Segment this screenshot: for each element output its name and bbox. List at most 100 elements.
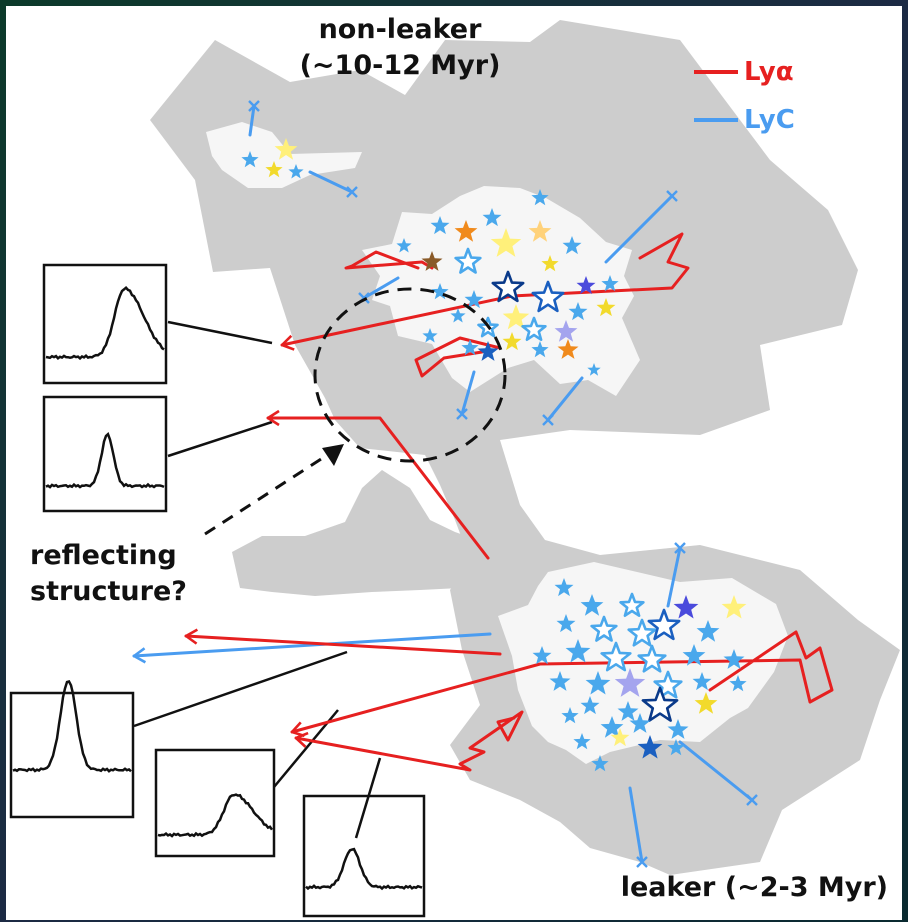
legend-lyc-swatch [694,118,738,122]
lya-ray-top-loop [344,250,434,270]
lyc-ray-end [346,186,358,198]
reflection-arrow-head [322,444,344,466]
star [396,238,412,253]
inset-spectrum-line [305,847,423,891]
star [576,276,596,295]
star-hollow [653,670,683,699]
lyc-ray [546,376,584,422]
lya-ray-bottom-2-head [290,721,305,738]
neutral-line1: neutral [567,442,653,466]
lya-ray-bottom-3 [294,710,524,772]
lya-ray-top-loop2 [414,336,502,378]
star-hollow [600,641,632,672]
lyc-ray [362,276,400,300]
connector-line [167,320,273,345]
star [431,283,449,300]
star [549,671,571,691]
lya-ray-reflected-head [266,409,280,427]
non-leaker-line2: (~10-12 Myr) [299,50,501,81]
star-hollow [521,316,547,341]
lya-ray-bottom-1 [184,634,502,656]
inset-spectrum-line [12,680,132,773]
star [694,692,718,714]
lya-ray-bottom-1-head [184,628,199,645]
star [692,672,712,691]
star [482,208,502,227]
star [637,735,663,759]
reflecting-line1: reflecting [30,540,177,571]
star-hollow [590,615,618,642]
star [601,275,619,292]
star [502,332,522,351]
star [502,304,530,330]
star [430,216,450,235]
connector-line [133,650,348,728]
star-hollow [619,592,645,617]
inset-box [154,748,276,858]
lya-ray-bottom-3-head [294,731,309,748]
star [241,151,259,168]
reflection-dashed-arrow [204,450,333,536]
lyc-ray-end [636,856,648,868]
star [667,739,685,756]
star [723,649,745,669]
star [422,328,438,343]
star [585,671,611,695]
legend-lya-label: Lyα [744,57,794,87]
lya-ray-top-main-head [280,334,295,351]
star [682,644,706,666]
neutral-hydrogen-label: neutral hydrogen [540,440,680,498]
star [580,594,604,616]
lyc-ray [666,546,682,608]
star [568,302,588,321]
star [265,161,283,178]
star-hollow [637,644,667,673]
lyc-ray-end [456,408,468,420]
star-hollow [627,618,657,647]
lyc-ray [248,104,256,137]
inset-box [42,395,168,513]
star [629,713,651,733]
inset-spectrum-line [45,285,165,361]
inset-box [9,691,135,819]
star [554,578,574,597]
lyc-ray-escape-head [132,647,147,664]
star [721,595,747,619]
neutral-line2: hydrogen [553,471,667,495]
reflecting-line2: structure? [30,576,187,607]
star [673,595,699,619]
star [729,675,747,692]
star [464,290,484,309]
lyc-ray-end [542,414,554,426]
lyc-ray [604,194,674,264]
spectrum-insets [9,263,426,918]
star [288,164,304,179]
inset-box [302,794,426,918]
star [556,614,576,633]
star [600,716,624,738]
connector-line [167,420,273,458]
legend-lya-swatch [694,70,738,74]
star [587,363,601,376]
star [565,639,591,663]
star [274,138,298,160]
lyc-ray [460,370,476,416]
star-hollow [491,270,525,303]
star [490,228,522,257]
star [554,320,578,342]
non-leaker-title: non-leaker (~10-12 Myr) [280,12,520,84]
star [532,646,552,665]
inset-spectrum-line [45,432,165,489]
star-hollow [641,686,679,722]
connector-line [354,757,382,839]
star [580,696,600,715]
leaker-title: leaker (~2-3 Myr) [620,872,888,903]
star [461,339,479,356]
star [541,255,559,272]
lyc-ray-end [674,542,686,554]
star [477,341,499,361]
star [667,719,689,739]
inset-box [42,263,168,385]
